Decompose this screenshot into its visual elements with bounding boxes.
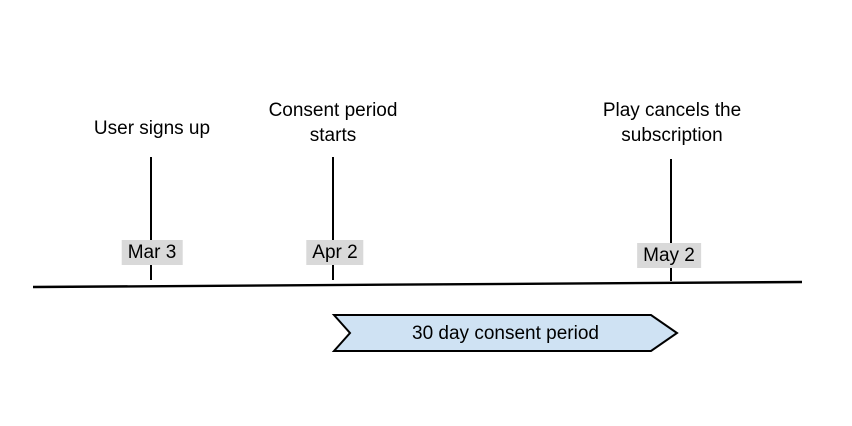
event-tick-line-mar-3 [150,157,152,280]
event-date-chip-mar-3: Mar 3 [121,240,183,265]
event-label-play-cancels-subscription: Play cancels the subscription [602,100,742,146]
consent-period-ribbon [331,314,679,352]
event-label-user-signs-up: User signs up [93,118,211,139]
event-tick-line-may-2 [670,159,672,281]
timeline-axis [32,280,803,289]
event-date-chip-apr-2: Apr 2 [306,240,364,265]
event-tick-line-apr-2 [332,157,334,280]
consent-period-ribbon-label: 30 day consent period [412,323,599,344]
event-label-consent-period-starts: Consent period starts [268,100,398,146]
event-date-chip-may-2: May 2 [637,243,701,268]
